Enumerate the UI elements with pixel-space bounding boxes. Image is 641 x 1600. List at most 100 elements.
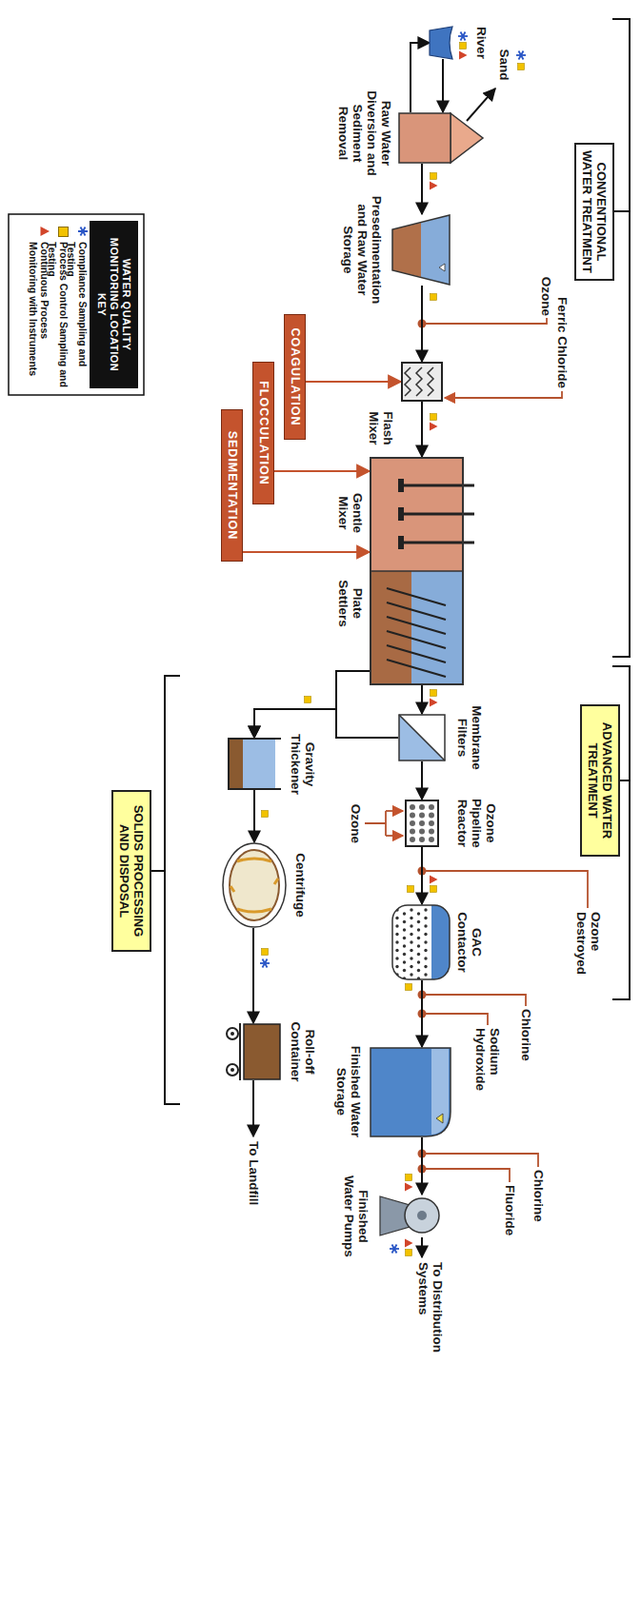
process-icon <box>386 602 446 621</box>
process-icon <box>428 837 435 843</box>
monitoring-marker <box>261 949 269 957</box>
monitoring-marker <box>458 32 468 41</box>
chemical-label: Ozone Destroyed <box>574 912 603 989</box>
box-text: FLOCCULATION <box>256 368 271 499</box>
process-icon <box>392 222 421 278</box>
legend-asterisk <box>77 225 89 238</box>
process-icon <box>409 949 413 953</box>
process-icon <box>427 367 434 397</box>
process-icon <box>369 457 475 686</box>
process-icon <box>391 904 451 982</box>
process-icon <box>423 973 427 977</box>
process-icon <box>409 917 413 921</box>
legend-text: Continuous Process Monitoring with Instr… <box>27 241 51 391</box>
process-icon <box>402 928 406 932</box>
process-icon <box>439 263 445 272</box>
chemical-feed-line <box>423 1169 510 1183</box>
monitoring-marker <box>405 1175 413 1182</box>
process-icon <box>395 949 399 953</box>
process-icon <box>395 917 399 921</box>
monitoring-marker <box>430 173 438 181</box>
process-step-box: SEDIMENTATION <box>220 409 243 562</box>
process-label: Gentle Mixer <box>336 481 365 545</box>
process-icon <box>402 944 406 948</box>
process-icon <box>419 829 425 836</box>
process-icon <box>420 215 450 285</box>
chemical-label: Ozone <box>348 802 363 846</box>
process-icon <box>242 739 276 790</box>
process-icon <box>370 570 463 573</box>
gravity-thickener: Gravity Thickener <box>227 738 281 791</box>
process-icon <box>428 821 435 827</box>
legend-title: WATER QUALITY MONITORING LOCATION KEY <box>89 220 139 389</box>
process-icon <box>221 842 287 929</box>
process-icon <box>423 933 427 937</box>
process-icon <box>409 908 413 912</box>
process-icon <box>409 821 416 827</box>
monitoring-marker <box>260 32 526 1258</box>
process-icon <box>399 715 445 762</box>
process-icon <box>428 829 435 836</box>
process-icon <box>392 215 450 285</box>
flow-connector <box>420 761 423 801</box>
box-text: SOLIDS PROCESSING AND DISPOSAL <box>117 798 146 945</box>
section-bracket <box>612 19 630 658</box>
process-label: Roll-off Container <box>288 1009 318 1096</box>
section-bracket <box>164 676 181 1105</box>
process-icon <box>226 1028 239 1041</box>
chemical-label: Chlorine <box>531 1170 546 1238</box>
process-arrow <box>274 470 370 473</box>
process-icon <box>419 813 425 820</box>
monitoring-marker <box>404 1240 414 1249</box>
process-icon <box>398 507 404 521</box>
monitoring-marker <box>429 422 439 432</box>
process-label: Flash Mixer <box>366 403 396 454</box>
box-text: COAGULATION <box>287 320 302 434</box>
process-icon <box>409 829 416 836</box>
legend-asterisk <box>80 227 86 237</box>
process-icon <box>431 905 450 981</box>
process-icon <box>395 957 399 961</box>
flocculation-sedimentation-tank: Gentle MixerPlate Settlers <box>369 457 475 686</box>
process-label: River <box>474 14 489 72</box>
process-icon <box>401 362 442 401</box>
process-icon <box>228 739 281 790</box>
process-icon <box>402 969 406 973</box>
process-icon <box>370 458 463 685</box>
box-text: ADVANCED WATER TREATMENT <box>585 712 615 850</box>
monitoring-marker <box>405 984 413 992</box>
chemical-label: Sand <box>497 45 512 84</box>
ozone-reactor: Ozone Pipeline Reactor <box>404 800 440 848</box>
process-icon <box>409 973 413 977</box>
process-icon <box>399 715 445 762</box>
flow-connector <box>420 401 423 458</box>
gac-contactor: GAC Contactor <box>391 904 451 982</box>
process-icon <box>423 908 427 912</box>
process-icon <box>409 965 413 969</box>
flow-connector <box>441 59 444 113</box>
process-icon <box>419 804 425 811</box>
process-icon <box>409 837 416 843</box>
process-icon <box>409 957 413 961</box>
monitoring-marker <box>261 811 269 819</box>
process-icon <box>398 536 404 550</box>
process-icon <box>228 739 243 790</box>
monitoring-marker <box>430 414 438 421</box>
process-icon <box>429 26 453 60</box>
process-icon <box>409 813 416 820</box>
process-icon <box>450 113 483 163</box>
process-icon <box>386 645 446 663</box>
diversion-structure: Raw Water Diversion and Sediment Removal <box>398 112 484 164</box>
chemical-label: To Distribution Systems <box>416 1262 445 1354</box>
process-icon <box>386 631 446 649</box>
flow-connector <box>420 981 423 1048</box>
process-icon <box>402 953 406 957</box>
chemical-label: Ozone <box>539 266 554 317</box>
legend-asterisk <box>78 227 88 237</box>
process-icon <box>436 1114 443 1124</box>
section-heading: CONVENTIONAL WATER TREATMENT <box>574 142 615 281</box>
section-bracket <box>151 19 630 1105</box>
process-icon <box>417 1211 427 1222</box>
legend-swatch <box>58 226 69 238</box>
process-icon <box>230 1068 235 1073</box>
